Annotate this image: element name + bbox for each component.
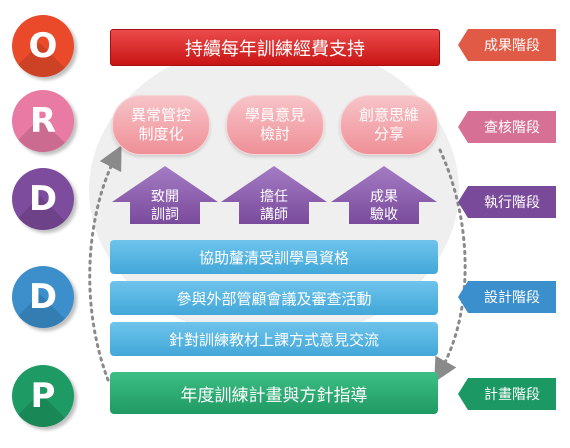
stage-tag-review: 查核階段 (458, 111, 556, 143)
stage-circle-d-design: D (12, 266, 74, 328)
stage-tag-plan: 計畫階段 (458, 378, 556, 410)
stage-tag-execute: 執行階段 (458, 186, 556, 218)
stage-letter-d-design: D (28, 277, 58, 317)
review-pill-2: 學員意見 檢討 (226, 95, 324, 155)
stage-circle-p: P (12, 365, 74, 427)
review-pill-2-line1: 學員意見 (244, 107, 305, 124)
design-bar-3: 針對訓練教材上課方式意見交流 (110, 322, 438, 356)
stage-letter-p: P (30, 376, 56, 416)
stage-circle-r: R (12, 90, 74, 152)
execution-label-3-line2: 驗收 (370, 206, 398, 222)
review-pill-3: 創意思維 分享 (340, 95, 438, 155)
execution-label-1: 致開 訓詞 (135, 187, 195, 223)
stage-letter-o: O (28, 26, 58, 66)
review-pill-2-line2: 檢討 (259, 126, 290, 143)
execution-label-3: 成果 驗收 (354, 187, 414, 223)
stage-circle-o: O (12, 15, 74, 77)
plan-bar: 年度訓練計畫與方針指導 (110, 372, 438, 414)
stage-tag-design: 設計階段 (458, 281, 556, 313)
execution-arrow-1 (112, 166, 218, 224)
outcome-bar: 持續每年訓練經費支持 (110, 29, 440, 66)
review-pill-3-line1: 創意思維 (358, 107, 419, 124)
execution-label-2: 擔任 講師 (244, 187, 304, 223)
cycle-arrow-left (88, 145, 122, 382)
execution-label-3-line1: 成果 (370, 188, 398, 204)
execution-label-2-line2: 講師 (260, 206, 288, 222)
stage-letter-d-execute: D (28, 179, 58, 219)
execution-label-1-line2: 訓詞 (151, 206, 179, 222)
stage-circle-d-execute: D (12, 168, 74, 230)
execution-label-1-line1: 致開 (151, 188, 179, 204)
review-pill-1-line1: 異常管控 (130, 107, 191, 124)
review-pill-1-line2: 制度化 (138, 126, 184, 143)
stage-tag-outcome: 成果階段 (458, 29, 556, 61)
design-bar-1: 協助釐清受訓學員資格 (110, 240, 438, 274)
execution-label-2-line1: 擔任 (260, 188, 288, 204)
execution-arrow-3 (331, 166, 437, 224)
cycle-arrow-right (434, 148, 467, 383)
execution-arrow-2 (221, 166, 327, 224)
review-pill-1: 異常管控 制度化 (112, 95, 210, 155)
stage-letter-r: R (29, 101, 57, 141)
design-bar-2: 參與外部管顧會議及審查活動 (110, 281, 438, 315)
review-pill-3-line2: 分享 (373, 126, 404, 143)
